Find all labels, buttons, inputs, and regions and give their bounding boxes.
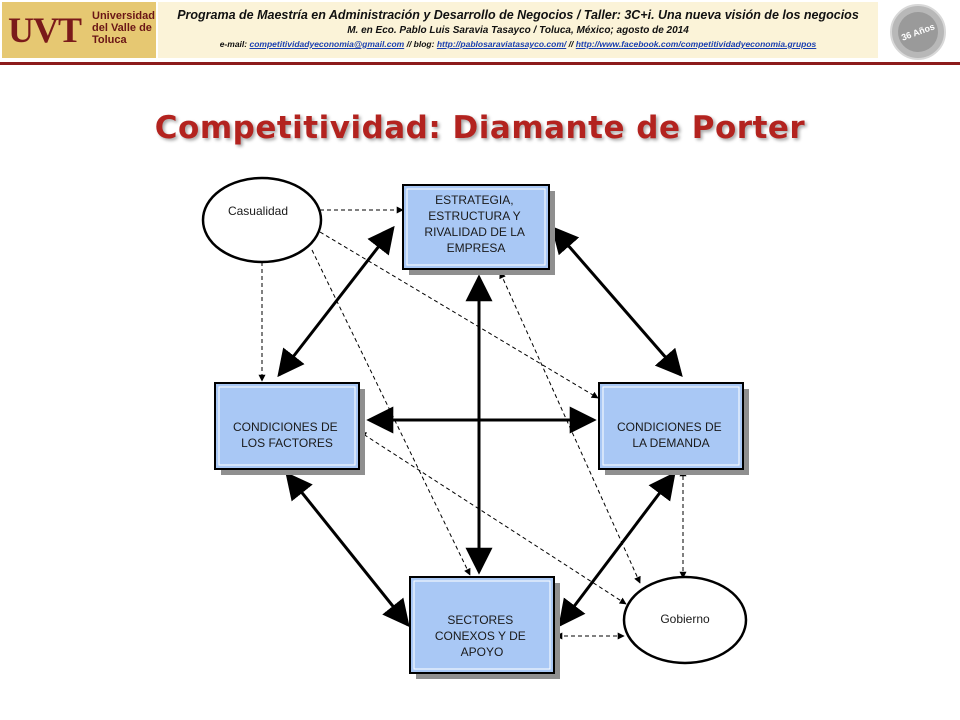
logo-mark: UVT — [8, 10, 82, 50]
demanda-label: CONDICIONES DE LA DEMANDA — [617, 420, 725, 450]
header-text-block: Programa de Maestría en Administración y… — [158, 2, 878, 58]
separator: // — [568, 39, 574, 49]
sectores-box: SECTORES CONEXOS Y DE APOYO — [409, 576, 560, 679]
contact-line: e-mail: competitividadyeconomia@gmail.co… — [158, 39, 878, 49]
anniversary-badge-icon: 36 Años — [890, 4, 946, 60]
email-link[interactable]: competitividadyeconomia@gmail.com — [249, 39, 405, 49]
estrategia-factores-arrow — [277, 225, 395, 378]
sectores-label: SECTORES CONEXOS Y DE APOYO — [435, 613, 529, 659]
author-line: M. en Eco. Pablo Luis Saravia Tasayco / … — [347, 25, 689, 36]
casualidad-label: Casualidad — [228, 204, 288, 218]
casualidad-node: Casualidad — [201, 176, 323, 264]
demanda-box: CONDICIONES DE LA DEMANDA — [598, 382, 749, 475]
header-rule — [0, 62, 960, 65]
factores-label: CONDICIONES DE LOS FACTORES — [233, 420, 341, 450]
facebook-link[interactable]: http://www.facebook.com/competitividadye… — [575, 39, 817, 49]
gobierno-node: Gobierno — [622, 575, 748, 665]
factores-sectores-arrow — [285, 471, 410, 628]
estrategia-demanda-arrow — [551, 225, 683, 378]
estrategia-box: ESTRATEGIA, ESTRUCTURA Y RIVALIDAD DE LA… — [402, 184, 555, 275]
demanda-sectores-arrow — [558, 471, 676, 628]
header-banner: UVT Universidad del Valle de Toluca Prog… — [0, 0, 960, 62]
blog-link[interactable]: http://pablosaraviatasayco.com/ — [436, 39, 567, 49]
blog-prefix: // blog: — [406, 39, 435, 49]
factores-box: CONDICIONES DE LOS FACTORES — [214, 382, 365, 475]
logo-text: Universidad del Valle de Toluca — [92, 10, 155, 46]
estrategia-label: ESTRATEGIA, ESTRUCTURA Y RIVALIDAD DE LA… — [424, 193, 527, 255]
uvt-logo: UVT Universidad del Valle de Toluca — [2, 2, 156, 58]
slide-title: Competitividad: Diamante de Porter — [154, 110, 806, 146]
email-prefix: e-mail: — [219, 39, 248, 49]
program-title: Programa de Maestría en Administración y… — [177, 8, 859, 22]
gobierno-label: Gobierno — [660, 612, 710, 626]
